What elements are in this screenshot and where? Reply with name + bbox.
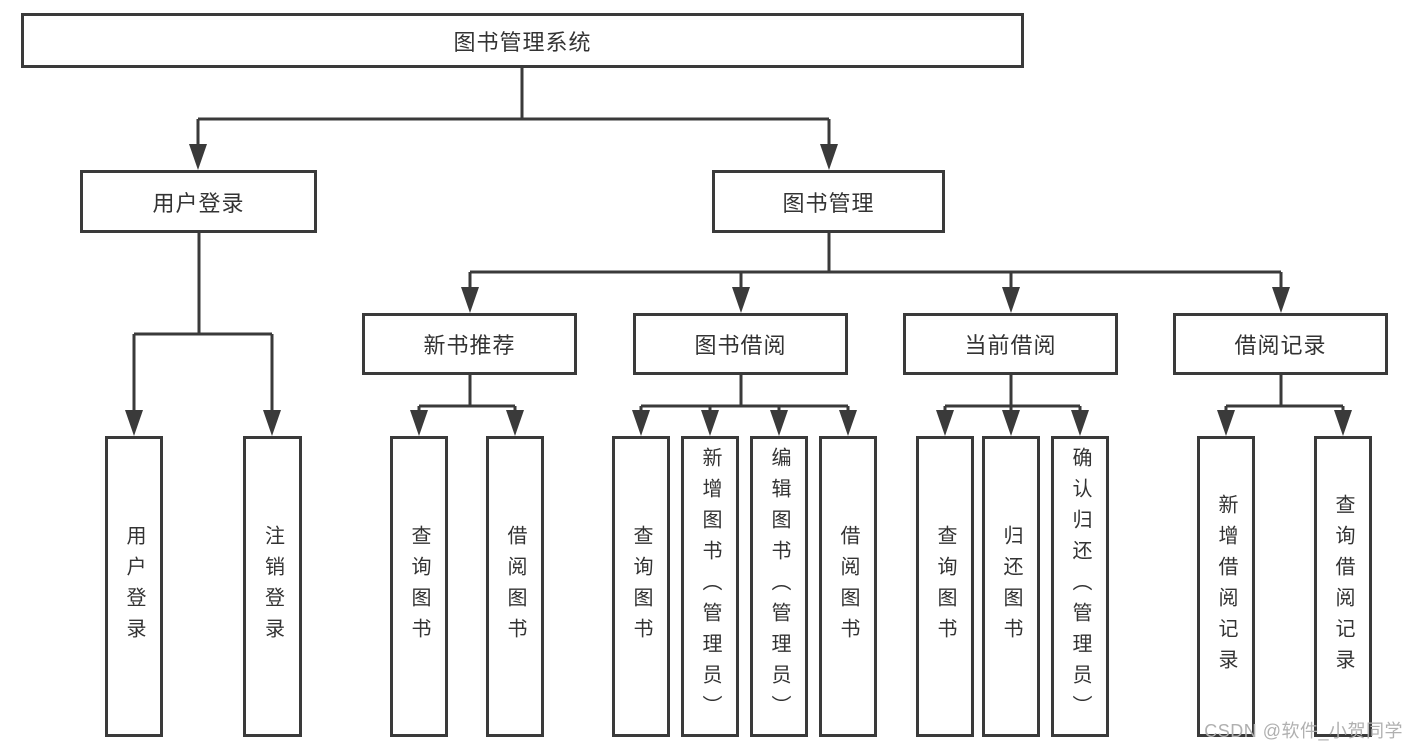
node-book-borrowing: 图书借阅 xyxy=(633,313,848,375)
node-user-login: 用户登录 xyxy=(80,170,317,233)
node-label: 新增图书（管理员） xyxy=(699,447,721,726)
node-current-borrowing: 当前借阅 xyxy=(903,313,1118,375)
node-label: 当前借阅 xyxy=(964,333,1057,358)
node-label: 注销登录 xyxy=(261,524,284,649)
leaf-query-books-recommend: 查询图书 xyxy=(390,436,448,737)
leaf-return-book: 归还图书 xyxy=(982,436,1040,737)
node-label: 查询图书 xyxy=(408,524,430,649)
csdn-watermark: CSDN @软件_小贺同学 xyxy=(1204,721,1403,741)
node-label: 归还图书 xyxy=(1000,524,1022,649)
leaf-add-book-admin: 新增图书（管理员） xyxy=(681,436,739,737)
node-book-management: 图书管理 xyxy=(712,170,945,233)
node-label: 图书管理 xyxy=(782,190,875,216)
node-label: 查询图书 xyxy=(934,524,956,649)
node-label: 查询借阅记录 xyxy=(1332,493,1354,680)
leaf-borrow-books-recommend: 借阅图书 xyxy=(486,436,544,737)
leaf-add-borrow-record: 新增借阅记录 xyxy=(1197,436,1255,737)
node-label: 图书管理系统 xyxy=(453,29,592,55)
leaf-query-books-borrowing: 查询图书 xyxy=(612,436,670,737)
node-borrowing-records: 借阅记录 xyxy=(1173,313,1388,375)
node-label: 确认归还（管理员） xyxy=(1069,447,1091,726)
node-label: 查询图书 xyxy=(630,524,652,649)
node-label: 借阅记录 xyxy=(1234,333,1327,358)
leaf-borrow-books-borrowing: 借阅图书 xyxy=(819,436,877,737)
node-new-book-recommend: 新书推荐 xyxy=(362,313,577,375)
node-label: 用户登录 xyxy=(123,524,145,649)
leaf-user-login: 用户登录 xyxy=(105,436,163,737)
node-label: 新增借阅记录 xyxy=(1215,493,1237,680)
leaf-logout: 注销登录 xyxy=(243,436,302,737)
leaf-query-borrow-record: 查询借阅记录 xyxy=(1314,436,1372,737)
node-label: 编辑图书（管理员） xyxy=(768,447,790,726)
leaf-query-books-current: 查询图书 xyxy=(916,436,974,737)
node-library-management-system: 图书管理系统 xyxy=(21,13,1024,68)
node-label: 用户登录 xyxy=(152,190,245,216)
node-label: 新书推荐 xyxy=(423,333,516,358)
leaf-confirm-return-admin: 确认归还（管理员） xyxy=(1051,436,1109,737)
node-label: 借阅图书 xyxy=(504,524,526,649)
leaf-edit-book-admin: 编辑图书（管理员） xyxy=(750,436,808,737)
node-label: 图书借阅 xyxy=(694,333,787,358)
node-label: 借阅图书 xyxy=(837,524,859,649)
